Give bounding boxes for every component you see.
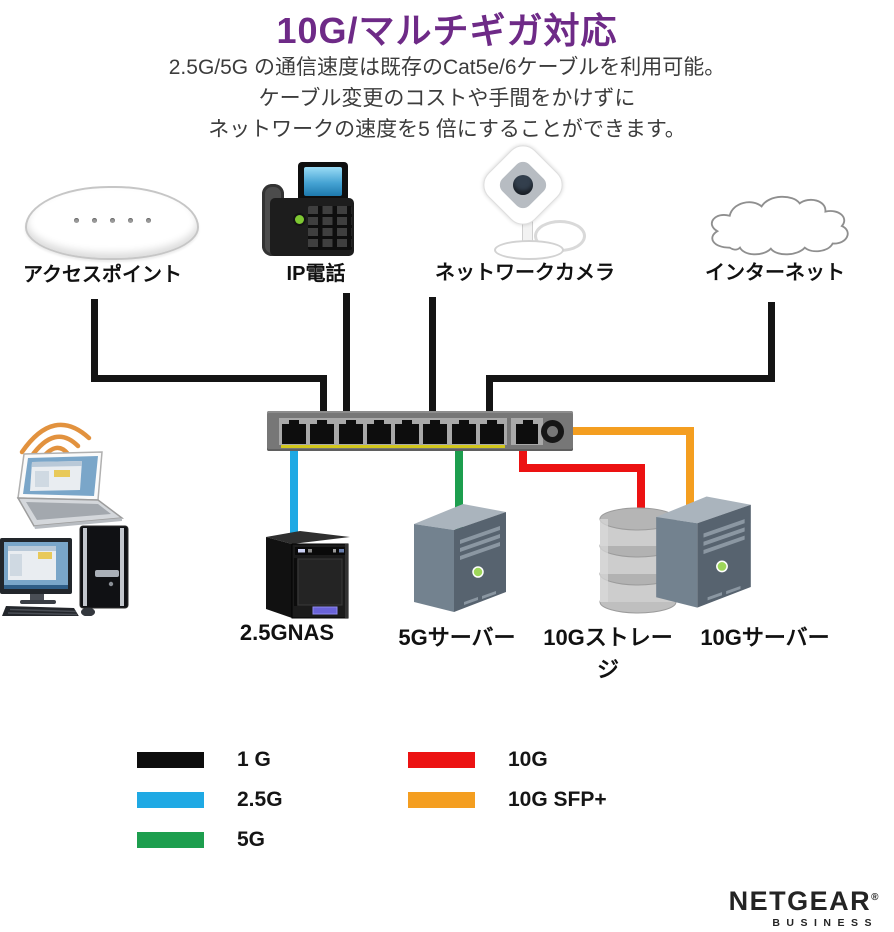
legend-label-2-5g: 2.5G [237,788,283,811]
internet-cloud-icon [711,195,849,256]
access-point-icon [25,186,199,260]
netgear-logo: NETGEAR® BUSINESS [660,884,880,930]
cable-5g-server [455,442,463,542]
internet-label: インターネット [705,262,845,284]
nas-icon [266,531,350,619]
storage-10g-label: 10Gストレージ [543,625,673,682]
legend-label-10g: 10G [508,748,548,771]
rj45-port-2 [310,420,335,444]
laptop-icon [16,451,125,529]
rj45-port-1 [282,420,306,444]
access-point-leds [27,218,197,223]
network-switch [267,411,573,451]
cable-1g-accesspoint-drop [320,375,327,435]
legend-label-1g: 1 G [237,748,271,771]
rj45-port-4 [366,420,391,444]
access-point-label: アクセスポイント [23,264,182,286]
cable-1g-internet-vertical [768,302,775,382]
switch-port-bank [279,418,507,445]
cable-1g-camera [429,297,436,435]
camera-lens [508,170,538,200]
legend-swatch-2-5g [137,792,204,808]
camera-faceplate [496,158,550,212]
desktop-pc-icon [0,525,129,616]
legend-swatch-10g-sfp [408,792,475,808]
cable-1g-accesspoint-horizontal [91,375,327,382]
subtitle-line-2: ケーブル変更のコストや手間をかけずに [258,87,636,110]
server-5g-icon [414,504,506,612]
server-10g-icon [656,496,751,608]
cable-10g-sfp-v [686,427,694,505]
netgear-logo-wordmark: NETGEAR® [728,886,880,916]
legend-label-10g-sfp: 10G SFP+ [508,788,607,811]
rj45-port-5 [395,420,420,444]
cable-1g-accesspoint-vertical [91,299,98,382]
legend-label-5g: 5G [237,828,266,851]
cable-10g-sfp-h [556,427,694,435]
cable-1g-phone [343,293,350,435]
page-subtitle: 2.5G/5G の通信速度は既存のCat5e/6ケーブルを利用可能。 ケーブル変… [0,52,894,145]
phone-keypad [308,206,352,250]
rj45-port-9 [516,420,538,444]
page-title: 10G/マルチギガ対応 [276,10,618,51]
nas-label: 2.5GNAS [239,620,335,645]
ip-phone-label: IP電話 [286,263,346,285]
camera-base [494,240,564,260]
server-10g-label: 10Gサーバー [700,625,830,650]
subtitle-line-1: 2.5G/5G の通信速度は既存のCat5e/6ケーブルを利用可能。 [168,56,726,79]
sfp-plus-port [541,420,564,443]
legend-swatch-10g [408,752,475,768]
rj45-port-8 [479,420,504,444]
legend-swatch-1g [137,752,204,768]
camera-stand [522,210,533,244]
registered-mark: ® [871,892,880,903]
network-camera-icon [476,138,586,264]
subtitle-line-3: ネットワークの速度を5 倍にすることができます。 [208,118,686,141]
ip-phone-icon [262,162,354,258]
phone-screen [298,162,348,202]
cable-1g-internet-horizontal [486,375,775,382]
rj45-port-7 [451,420,476,444]
cable-1g-internet-drop [486,375,493,435]
cable-10g-storage-v2 [637,464,645,520]
legend-swatch-5g [137,832,204,848]
netgear-logo-business: BUSINESS [772,917,878,929]
cable-10g-storage-v1 [519,442,527,472]
rj45-port-6 [423,420,448,444]
network-camera-label: ネットワークカメラ [435,262,615,284]
cable-10g-storage-h [519,464,645,472]
rj45-port-3 [338,420,363,444]
camera-head [476,138,570,232]
phone-led [295,215,304,224]
server-5g-label: 5Gサーバー [398,625,516,650]
cable-2-5g-nas [290,442,298,535]
switch-10g-port-bank [511,418,543,445]
